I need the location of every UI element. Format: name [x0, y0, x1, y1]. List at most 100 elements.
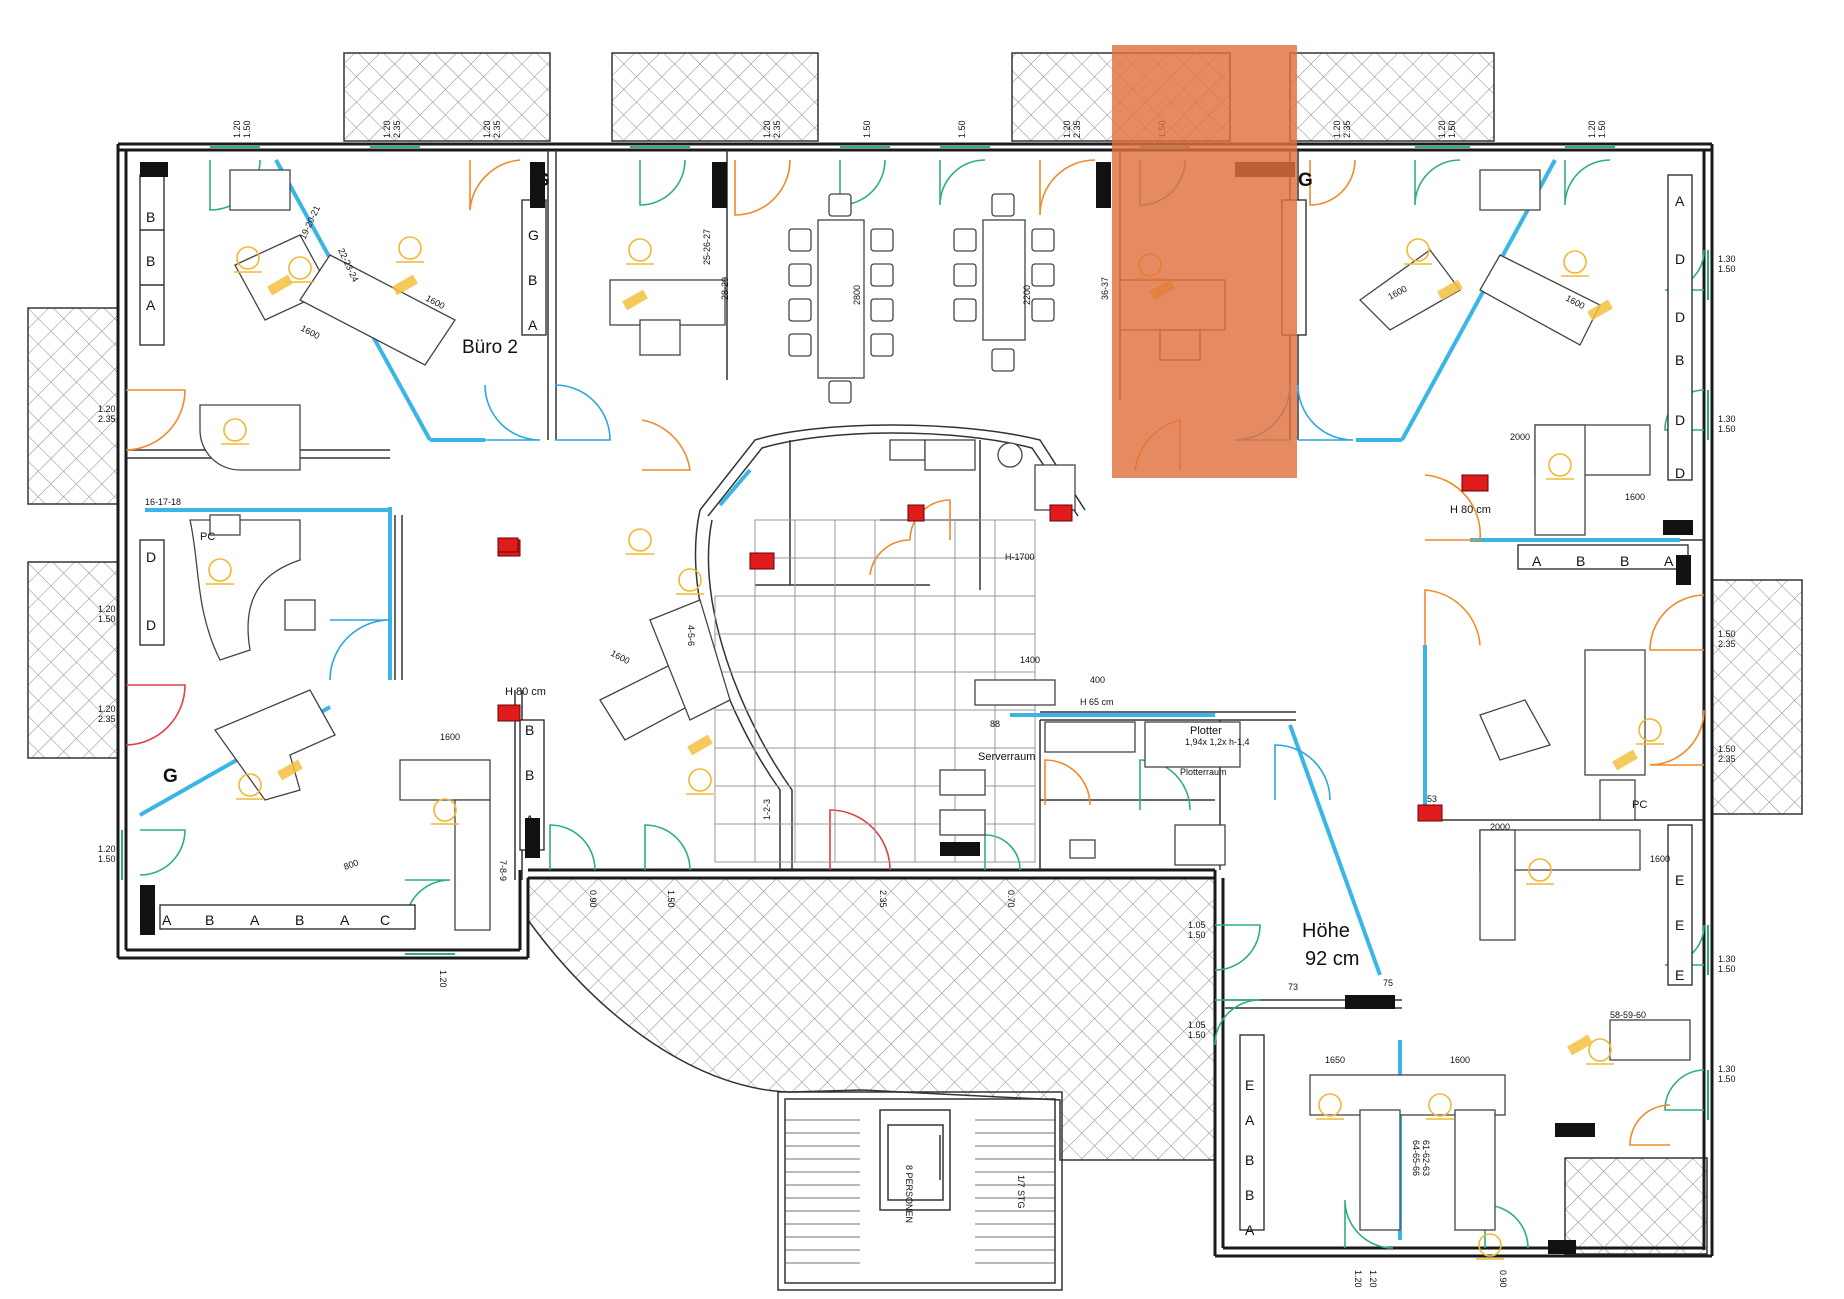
floor-tile [714, 823, 756, 863]
meeting-chair-icon [788, 263, 812, 287]
window-height-label: 2.35 [392, 120, 402, 138]
dimension-label: 1650 [1325, 1055, 1345, 1065]
workstation-36-37: 36-37 [1100, 277, 1110, 300]
keyboard-icon [277, 759, 303, 781]
window-height-label: 1.50 [98, 854, 116, 864]
window-label: 1.50 [666, 890, 676, 908]
meeting-chair-icon [991, 348, 1015, 372]
dimension-label: 2000 [1490, 822, 1510, 832]
cabinet-letter: D [1675, 309, 1685, 325]
h1700-label: H-1700 [1005, 552, 1035, 562]
window-height-label: 1.50 [1447, 120, 1457, 138]
cabinet-letter: D [1675, 251, 1685, 267]
balcony-top-4 [1289, 52, 1495, 142]
fire-extinguisher-icon [1461, 474, 1489, 492]
window-height-label: 1.50 [1718, 264, 1736, 274]
elevator-note: 1/7 STG [1016, 1175, 1026, 1209]
balcony-top-1 [343, 52, 551, 142]
office-chair-icon [678, 568, 702, 592]
window-width-label: 1.20 [98, 604, 116, 614]
pc-right-label: PC [1632, 799, 1647, 811]
office-chair-icon [628, 528, 652, 552]
window-height-label: 1.50 [242, 120, 252, 138]
floor-tile [794, 595, 836, 635]
dimension-label: 1400 [1020, 655, 1040, 665]
keyboard-icon [267, 274, 293, 296]
dimension-label: 2800 [852, 285, 862, 305]
fire-extinguisher-icon [497, 537, 519, 553]
cabinet-letter: D [1675, 412, 1685, 428]
floor-tile [874, 595, 916, 635]
fire-extinguisher-icon [749, 552, 775, 570]
dimension-label: 1600 [299, 323, 321, 341]
cabinets [139, 174, 1693, 1231]
window-width-label: 1.30 [1718, 414, 1736, 424]
window-width-label: 1.20 [98, 704, 116, 714]
window-width-label: 1.20 [232, 120, 242, 138]
meeting-chair-icon [1031, 298, 1055, 322]
workstation-25-26-27: 25-26-27 [702, 229, 712, 265]
floor-tile [954, 595, 996, 635]
cabinet-g-right: G [1298, 170, 1313, 191]
floor-tile [754, 747, 796, 787]
floor-tile [874, 823, 916, 863]
floor-tile [794, 671, 836, 711]
window-width-label: 1.20 [1332, 120, 1342, 138]
cabinet-letter: B [528, 272, 537, 288]
floor-tile [874, 709, 916, 749]
window-height-label: 1.50 [1718, 424, 1736, 434]
office-chair-icon [628, 238, 652, 262]
meeting-chair-icon [953, 228, 977, 252]
cabinet-letter: B [1245, 1187, 1254, 1203]
meeting-chair-icon [870, 298, 894, 322]
window-width-label: 1.05 [1188, 1020, 1206, 1030]
meeting-chair-icon [870, 228, 894, 252]
labels: Büro 2 Höhe 92 cm H 80 cm H 80 cm H 65 c… [98, 120, 1736, 1287]
window-width-label: 1.20 [98, 404, 116, 414]
floor-tile [754, 671, 796, 711]
office-chair-icon [433, 798, 457, 822]
floor-tile [754, 709, 796, 749]
window-height-label: 1.50 [98, 614, 116, 624]
cabinet-letter: A [1532, 553, 1542, 569]
meeting-chair-icon [991, 193, 1015, 217]
floor-tile [754, 633, 796, 673]
cabinet-letter: A [1245, 1222, 1255, 1238]
window-width-label: 1.50 [1718, 744, 1736, 754]
balcony-top-2 [611, 52, 819, 142]
office-chair-icon [1588, 1038, 1612, 1062]
office-chair-icon [208, 558, 232, 582]
h65-label: H 65 cm [1080, 697, 1114, 707]
window-width-label: 1.50 [957, 120, 967, 138]
cabinet-letter: A [250, 912, 260, 928]
corridor-tiles [694, 509, 1036, 870]
keyboard-icon [1612, 749, 1638, 771]
window-width-label: 1.30 [1718, 254, 1736, 264]
floor-tile [834, 785, 876, 825]
office-chair-icon [1406, 238, 1430, 262]
floor-tile [994, 823, 1036, 863]
meeting-chair-icon [953, 298, 977, 322]
black-blocks [140, 162, 1693, 1254]
height-value: 92 cm [1305, 948, 1359, 970]
fire-extinguisher-icon [1417, 804, 1443, 822]
floor-tile [794, 747, 836, 787]
window-height-label: 2.35 [772, 120, 782, 138]
window-width-label: 1.05 [1188, 920, 1206, 930]
office-chair-icon [1318, 1093, 1342, 1117]
balcony-lower-right [1564, 1157, 1708, 1255]
window-label: 1.20 [438, 970, 448, 988]
window-markers [121, 146, 1709, 1120]
office-chair-icon [398, 236, 422, 260]
floor-tile [954, 633, 996, 673]
highlight-overlay [1112, 45, 1297, 478]
keyboard-icon [392, 274, 418, 296]
meeting-chairs [788, 193, 1055, 404]
window-height-label: 2.35 [98, 714, 116, 724]
window-width-label: 1.20 [762, 120, 772, 138]
floor-tile [754, 519, 796, 559]
office-chair-icon [1528, 858, 1552, 882]
floor-tile [834, 595, 876, 635]
cabinet-letter: D [146, 549, 156, 565]
